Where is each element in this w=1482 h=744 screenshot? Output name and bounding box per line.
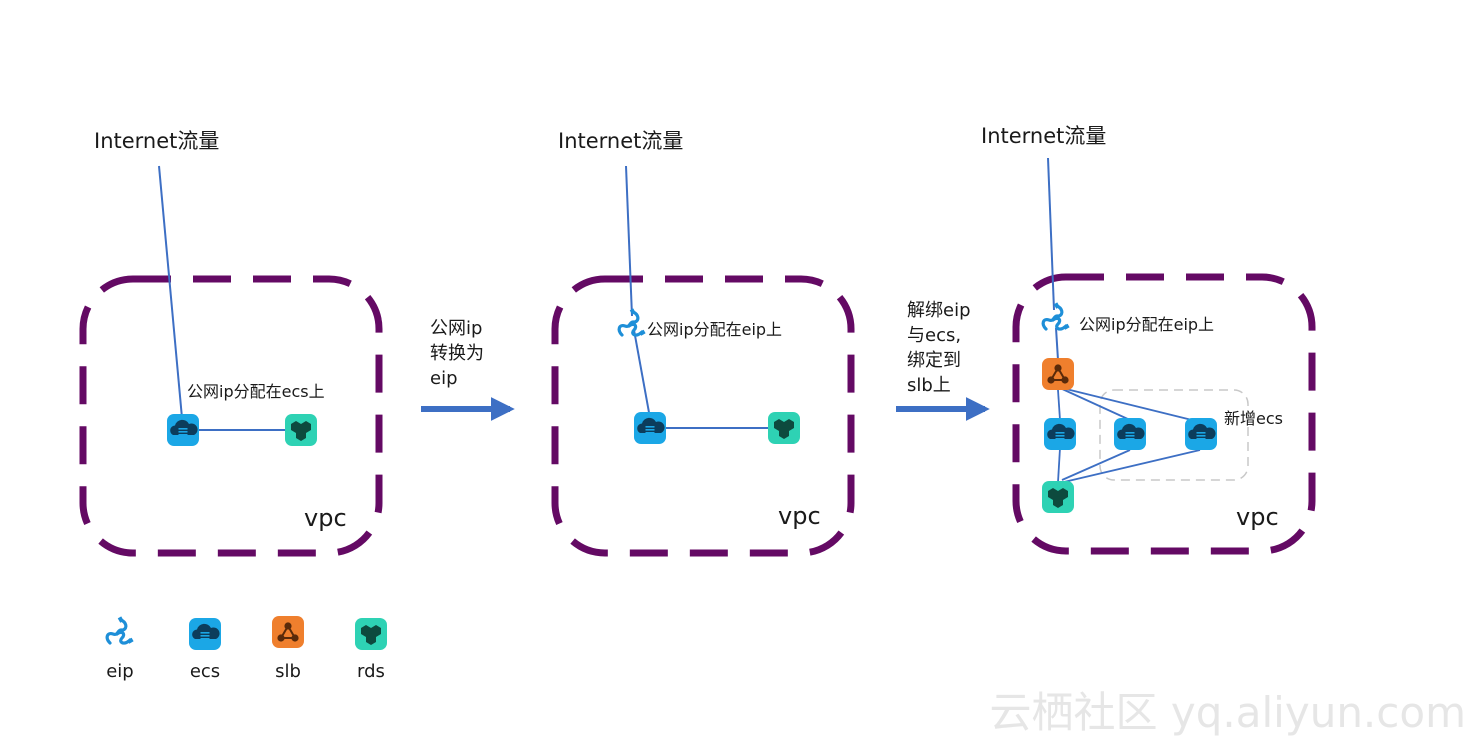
vpc-label-1: vpc [304,504,347,532]
eip-icon [1041,300,1072,332]
slb-ecs-link-b [1059,387,1131,421]
vpc-label-3: vpc [1236,503,1279,531]
internet-link-1 [158,165,183,419]
legend-label-rds: rds [357,661,385,682]
slb-icon [1041,357,1075,391]
slb-ecs-link-c [1061,387,1201,423]
ecs-icon [189,618,221,650]
new-ecs-label: 新增ecs [1224,409,1283,428]
transition-2-line-4: slb上 [907,375,951,396]
transition-2-line-1: 解绑eip [907,300,971,321]
vpc-label-2: vpc [778,502,821,530]
ecs-icon [634,412,666,444]
internet-link-2 [625,165,633,317]
ip-label-3: 公网ip分配在eip上 [1079,315,1214,334]
transition-1-line-2: 转换为 [430,343,484,364]
ecs-icon [1044,418,1076,450]
internet-link-3 [1047,157,1055,311]
ip-label-1: 公网ip分配在ecs上 [187,382,325,401]
rds-icon [285,414,317,446]
transition-1-line-1: 公网ip [430,318,482,339]
internet-label-3: Internet流量 [981,124,1106,148]
stage-3: Internet流量 公网ip分配在eip上 新增ecs vpc [981,124,1316,555]
stage-1: Internet流量 公网ip分配在ecs上 vpc [79,129,383,557]
slb-ecs-link-a [1057,389,1061,421]
ecs-rds-link-c [1063,449,1201,483]
ecs-icon [167,414,199,446]
transition-1: 公网ip 转换为 eip [421,318,515,421]
watermark: 云栖社区 yq.aliyun.com [990,688,1466,737]
ecs-icon [1114,418,1146,450]
ip-label-2: 公网ip分配在eip上 [647,320,782,339]
vpc-boundary-2 [551,275,855,557]
eip-slb-link-3 [1055,327,1059,361]
legend-label-ecs: ecs [190,661,220,682]
rds-icon [1042,481,1074,513]
internet-label-1: Internet流量 [94,129,219,153]
legend: eip ecs slb rds [105,614,387,682]
transition-2-line-3: 绑定到 [907,350,961,371]
eip-ecs-link-2 [633,329,651,419]
vpc-boundary-1 [79,275,383,557]
eip-icon [617,306,648,338]
legend-label-eip: eip [106,661,134,682]
vpc-boundary-3 [1012,273,1316,555]
rds-icon [355,618,387,650]
transition-2: 解绑eip 与ecs, 绑定到 slb上 [896,300,990,421]
ecs-icon [1185,418,1217,450]
transition-1-line-3: eip [430,368,458,389]
ecs-rds-link-a [1057,447,1061,483]
new-ecs-group [1099,389,1249,481]
slb-icon [271,615,305,649]
stage-2: Internet流量 公网ip分配在eip上 vpc [551,129,855,557]
transition-2-line-2: 与ecs, [907,325,961,346]
rds-icon [768,412,800,444]
legend-label-slb: slb [275,661,301,682]
internet-label-2: Internet流量 [558,129,683,153]
ecs-rds-link-b [1061,449,1131,481]
eip-icon [105,614,136,646]
